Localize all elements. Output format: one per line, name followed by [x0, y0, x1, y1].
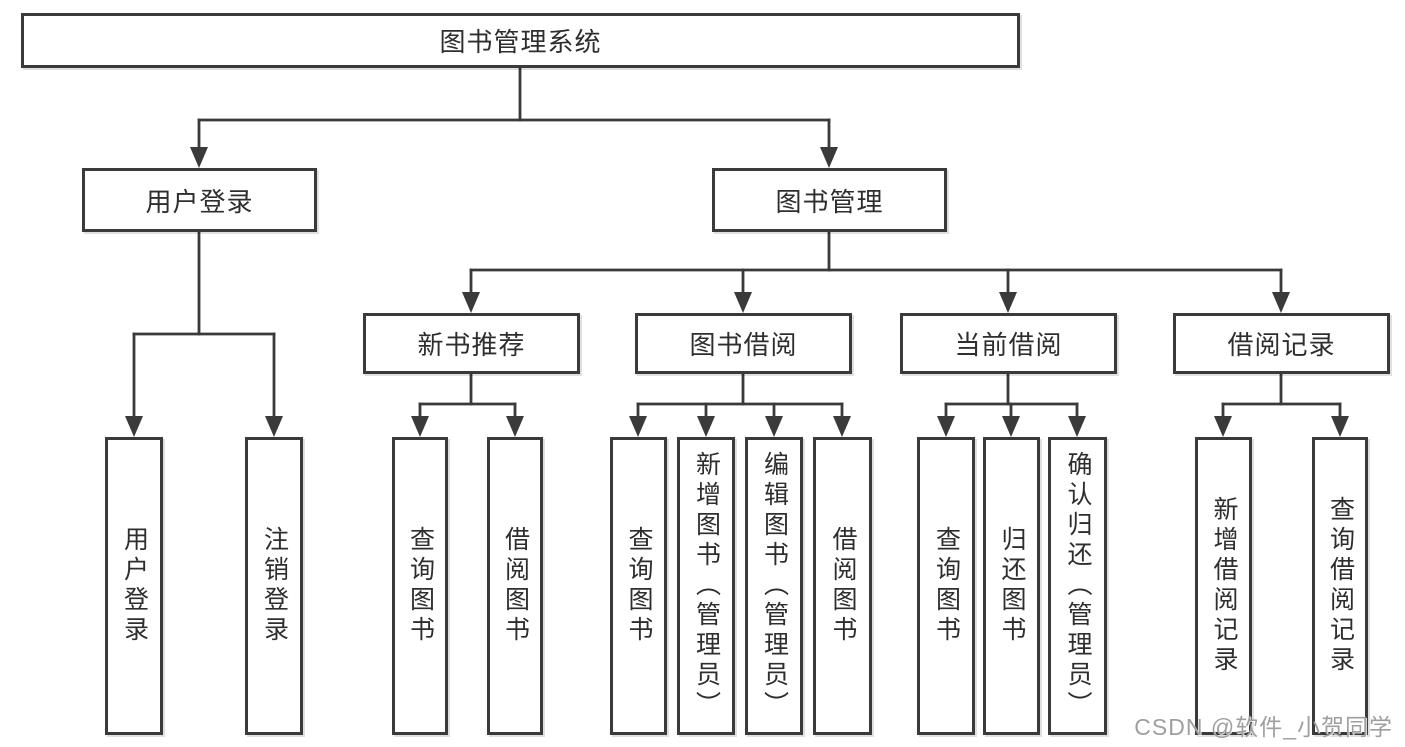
node-leaf-logout: 注销登录 [245, 437, 303, 735]
node-user-login-branch: 用户登录 [82, 168, 317, 232]
node-leaf-user-login: 用户登录 [105, 437, 163, 735]
arrowhead-icon [462, 292, 480, 313]
node-leaf-query-borrow-record-label: 查询借阅记录 [1326, 496, 1355, 676]
node-leaf-add-borrow-record: 新增借阅记录 [1195, 437, 1252, 735]
node-current-borrowing-label: 当前借阅 [954, 330, 1063, 360]
node-leaf-add-book-admin-label: 新增图书（管理员） [692, 451, 721, 721]
node-new-book-recommend-label: 新书推荐 [417, 330, 526, 360]
node-leaf-borrow-book: 借阅图书 [813, 437, 872, 735]
arrowhead-icon [734, 292, 752, 313]
arrowhead-icon [937, 416, 955, 437]
node-leaf-query-borrow-record: 查询借阅记录 [1312, 437, 1368, 735]
node-library-system: 图书管理系统 [21, 13, 1020, 68]
arrowhead-icon [1214, 416, 1232, 437]
arrowhead-icon [1331, 416, 1349, 437]
node-leaf-return-book: 归还图书 [983, 437, 1040, 735]
arrowhead-icon [411, 416, 429, 437]
arrowhead-icon [506, 416, 524, 437]
node-leaf-user-login-label: 用户登录 [120, 526, 149, 646]
arrowhead-icon [190, 147, 208, 168]
node-leaf-logout-label: 注销登录 [260, 526, 289, 646]
node-borrowing-records-label: 借阅记录 [1227, 330, 1336, 360]
node-book-borrowing-label: 图书借阅 [689, 330, 798, 360]
arrowhead-icon [697, 416, 715, 437]
arrowhead-icon [1002, 416, 1020, 437]
node-leaf-edit-book-admin-label: 编辑图书（管理员） [760, 451, 789, 721]
node-leaf-add-borrow-record-label: 新增借阅记录 [1210, 496, 1238, 676]
node-new-book-recommend: 新书推荐 [363, 313, 580, 374]
node-leaf-current-query-book: 查询图书 [917, 437, 975, 735]
arrowhead-icon [629, 416, 647, 437]
csdn-watermark: CSDN @软件_小贺同学 [1134, 714, 1393, 740]
node-leaf-borrowing-query-book: 查询图书 [610, 437, 667, 735]
node-book-borrowing: 图书借阅 [635, 313, 852, 374]
arrowhead-icon [820, 147, 838, 168]
node-book-management: 图书管理 [712, 168, 947, 232]
node-leaf-current-query-book-label: 查询图书 [932, 526, 961, 646]
arrowhead-icon [125, 416, 143, 437]
node-leaf-recommend-borrow-book-label: 借阅图书 [501, 526, 530, 646]
arrowhead-icon [833, 416, 851, 437]
node-leaf-return-book-label: 归还图书 [998, 526, 1026, 646]
arrowhead-icon [1068, 416, 1086, 437]
node-library-system-label: 图书管理系统 [439, 27, 602, 57]
node-borrowing-records: 借阅记录 [1173, 313, 1390, 374]
node-user-login-branch-label: 用户登录 [145, 186, 254, 217]
node-leaf-add-book-admin: 新增图书（管理员） [677, 437, 735, 735]
node-leaf-confirm-return-admin-label: 确认归还（管理员） [1064, 451, 1092, 721]
node-leaf-borrowing-query-book-label: 查询图书 [625, 526, 653, 646]
arrowhead-icon [765, 416, 783, 437]
node-leaf-edit-book-admin: 编辑图书（管理员） [745, 437, 803, 735]
arrowhead-icon [265, 416, 283, 437]
node-book-management-label: 图书管理 [775, 186, 884, 217]
node-leaf-recommend-query-book-label: 查询图书 [406, 526, 435, 646]
node-leaf-recommend-query-book: 查询图书 [392, 437, 448, 735]
node-leaf-recommend-borrow-book: 借阅图书 [487, 437, 543, 735]
arrowhead-icon [999, 292, 1017, 313]
arrowhead-icon [1272, 292, 1290, 313]
node-current-borrowing: 当前借阅 [900, 313, 1117, 374]
node-leaf-borrow-book-label: 借阅图书 [829, 526, 857, 646]
node-leaf-confirm-return-admin: 确认归还（管理员） [1048, 437, 1107, 735]
